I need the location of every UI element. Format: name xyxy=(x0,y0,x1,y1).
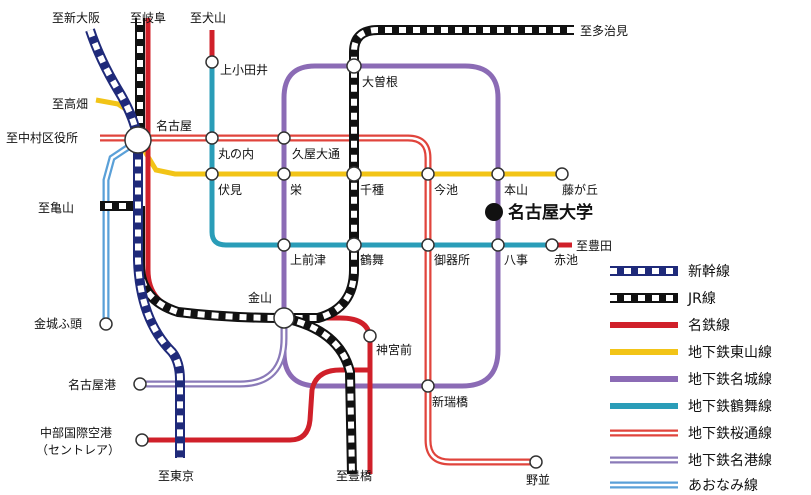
legend-label-sakuradori: 地下鉄桜通線 xyxy=(688,426,772,442)
label-aratamabashi: 新瑞橋 xyxy=(432,394,468,409)
station-hisaya[interactable] xyxy=(277,131,291,145)
station-nagoya[interactable] xyxy=(124,126,152,154)
station-nagoyako[interactable] xyxy=(133,377,147,391)
jr-chuo-line-base xyxy=(282,313,357,475)
station-kanayama[interactable] xyxy=(273,307,295,329)
meitetsu-airport-line xyxy=(146,367,370,443)
label-tsurumai: 鶴舞 xyxy=(360,252,384,267)
label-yagoto: 八事 xyxy=(504,253,528,267)
legend-label-jr: JR線 xyxy=(687,291,716,307)
meiko-line xyxy=(140,318,288,388)
label-tokyo: 至東京 xyxy=(158,469,194,483)
label-kanayama: 金山 xyxy=(248,290,272,305)
tsurumai-line xyxy=(209,62,552,248)
label-nakamura: 至中村区役所 xyxy=(6,130,78,145)
station-sakae[interactable] xyxy=(277,167,291,181)
legend-label-higashiyama: 地下鉄東山線 xyxy=(688,345,772,361)
label-sakae: 栄 xyxy=(290,183,302,197)
meijo-line-loop xyxy=(281,63,501,389)
station-fujigaoka[interactable] xyxy=(555,167,569,181)
label-gifu: 至岐阜 xyxy=(130,11,166,25)
stations xyxy=(99,55,569,469)
legend-label-meijo: 地下鉄名城線 xyxy=(688,372,772,388)
label-kamimaezu: 上前津 xyxy=(290,252,326,267)
label-ozone: 大曽根 xyxy=(362,74,398,89)
station-imaike[interactable] xyxy=(421,167,435,181)
label-motoyama: 本山 xyxy=(504,183,528,197)
station-kamimaezu[interactable] xyxy=(277,238,291,252)
station-aratamabashi[interactable] xyxy=(421,379,435,393)
station-marunouchi[interactable] xyxy=(205,131,219,145)
label-fujigaoka: 藤が丘 xyxy=(562,182,598,197)
label-toyohashi: 至豊橋 xyxy=(336,469,372,483)
station-nonami[interactable] xyxy=(529,455,543,469)
legend: 新幹線 JR線 名鉄線 地下鉄東山線 地下鉄名城線 地下鉄鶴舞線 地下鉄桜通線 … xyxy=(610,263,772,494)
legend-label-aonami: あおなみ線 xyxy=(688,478,758,494)
station-fushimi[interactable] xyxy=(205,167,219,181)
station-tsurumai[interactable] xyxy=(346,237,362,253)
jr-chuo-line-dash xyxy=(283,315,355,475)
station-motoyama[interactable] xyxy=(491,167,505,181)
station-airport[interactable] xyxy=(135,433,149,447)
sakuradori-line xyxy=(100,134,536,466)
university-marker[interactable] xyxy=(485,203,503,221)
label-jingumae: 神宮前 xyxy=(376,342,412,357)
station-akaike[interactable] xyxy=(545,238,559,252)
label-marunouchi: 丸の内 xyxy=(218,147,254,161)
label-chikusa: 千種 xyxy=(360,183,384,197)
station-kamiotai[interactable] xyxy=(205,55,219,69)
label-nagoya: 名古屋 xyxy=(156,118,192,133)
label-akaike: 赤池 xyxy=(554,253,578,267)
label-toyota: 至豊田 xyxy=(576,239,612,253)
label-gokiso: 御器所 xyxy=(434,252,470,267)
label-inuyama: 至犬山 xyxy=(190,11,226,25)
legend-label-shinkansen: 新幹線 xyxy=(688,263,730,280)
shinkansen-line-dash xyxy=(87,29,183,458)
station-kinjofuto[interactable] xyxy=(99,317,113,331)
station-chikusa[interactable] xyxy=(346,166,362,182)
label-kamiotai: 上小田井 xyxy=(220,63,268,77)
label-imaike: 今池 xyxy=(434,182,458,197)
label-nagoyako: 名古屋港 xyxy=(68,377,116,392)
label-university: 名古屋大学 xyxy=(508,202,593,223)
label-takabata: 至高畑 xyxy=(52,96,88,111)
station-jingumae[interactable] xyxy=(363,329,377,343)
legend-label-meiko: 地下鉄名港線 xyxy=(688,453,772,469)
label-airport: 中部国際空港 xyxy=(40,425,112,440)
station-ozone[interactable] xyxy=(346,58,362,74)
label-fushimi: 伏見 xyxy=(218,183,242,197)
label-tajimi: 至多治見 xyxy=(580,24,628,38)
label-hisaya: 久屋大通 xyxy=(292,147,340,161)
station-yagoto[interactable] xyxy=(491,238,505,252)
legend-label-meitetsu: 名鉄線 xyxy=(688,318,730,334)
label-kinjofuto: 金城ふ頭 xyxy=(34,316,82,331)
label-nonami: 野並 xyxy=(526,473,550,487)
aonami-line xyxy=(102,139,138,324)
label-shin-osaka: 至新大阪 xyxy=(52,10,100,25)
label-airport-sub: （セントレア） xyxy=(36,443,120,457)
station-gokiso[interactable] xyxy=(421,238,435,252)
label-kameyama: 至亀山 xyxy=(38,201,74,215)
legend-label-tsurumai: 地下鉄鶴舞線 xyxy=(688,398,772,415)
